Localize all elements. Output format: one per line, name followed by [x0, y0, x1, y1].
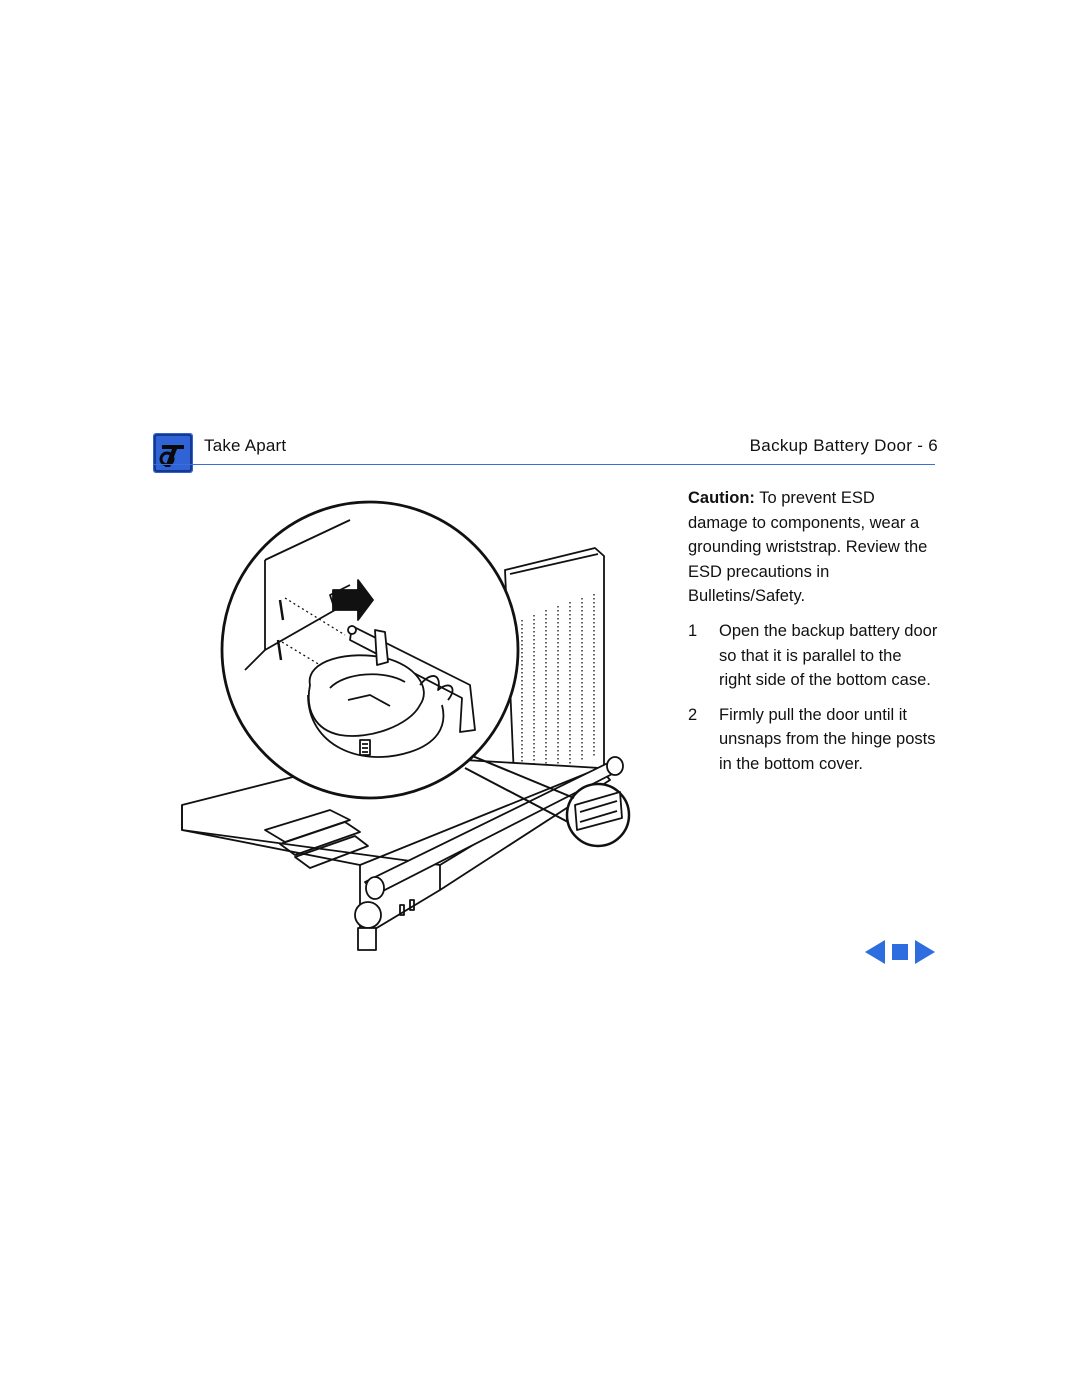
- previous-page-icon[interactable]: [864, 939, 886, 965]
- home-icon[interactable]: [892, 944, 908, 960]
- instructions: Caution: To prevent ESD damage to compon…: [688, 486, 938, 787]
- caution-label: Caution:: [688, 489, 755, 507]
- page-title: Backup Battery Door - 6: [749, 436, 938, 455]
- page-navigation: [864, 939, 936, 965]
- step-1: 1 Open the backup battery door so that i…: [688, 619, 938, 693]
- step-text: Open the backup battery door so that it …: [719, 621, 938, 690]
- caution-text: To prevent ESD damage to components, wea…: [688, 489, 928, 606]
- next-page-icon[interactable]: [914, 939, 936, 965]
- section-title: Take Apart: [204, 436, 287, 455]
- step-number: 1: [688, 621, 698, 640]
- header-divider: [153, 464, 935, 465]
- toolbox-icon: [153, 433, 193, 473]
- step-text: Firmly pull the door until it unsnaps fr…: [719, 705, 936, 773]
- backup-battery-door-illustration: [181, 500, 631, 951]
- caution-note: Caution: To prevent ESD damage to compon…: [688, 486, 938, 609]
- step-2: 2 Firmly pull the door until it unsnaps …: [688, 703, 938, 777]
- step-number: 2: [688, 705, 698, 724]
